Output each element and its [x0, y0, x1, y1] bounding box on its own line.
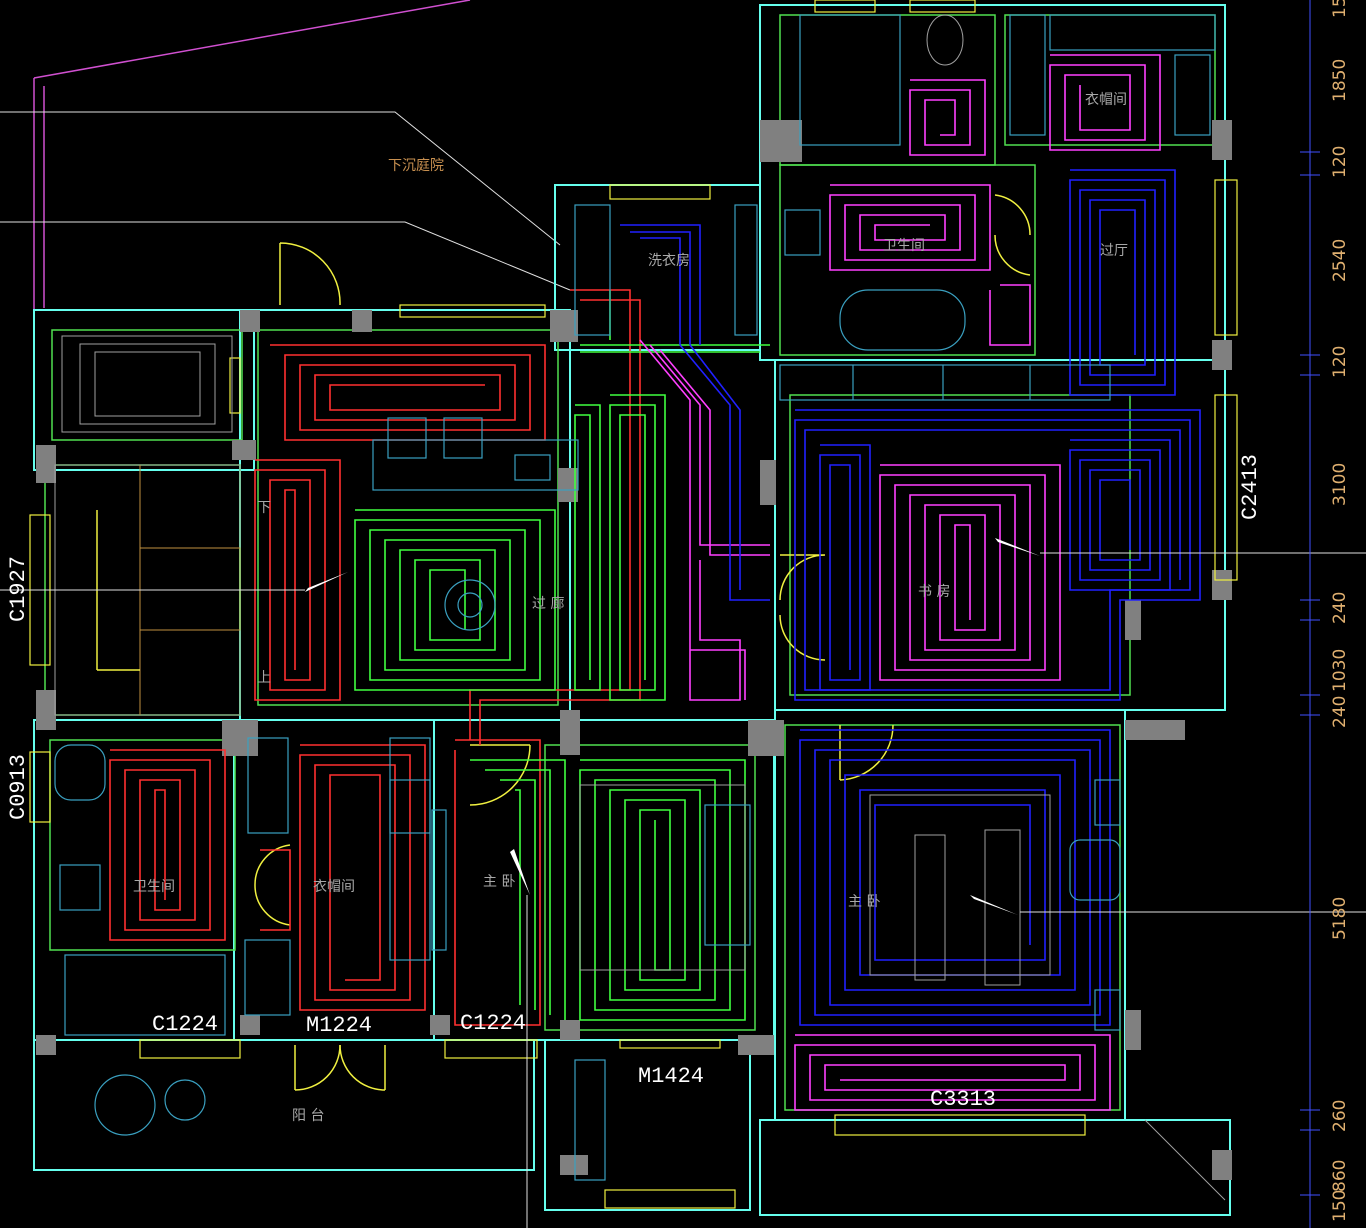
label-corridor: 过 廊: [532, 595, 564, 612]
label-hall: 过厅: [1100, 243, 1128, 259]
label-study: 书 房: [918, 584, 950, 600]
heating-loop-magenta: [639, 54, 1161, 1111]
code-c1927: C1927: [6, 556, 31, 622]
label-balcony: 阳 台: [292, 1108, 324, 1124]
dimension-ticks: [1300, 0, 1320, 1228]
dim-label: 2540: [1330, 239, 1350, 282]
label-stair-down: 下: [257, 500, 271, 516]
dim-label: 5180: [1330, 897, 1350, 940]
label-bathroom-left: 卫生间: [133, 879, 175, 895]
code-c0913: C0913: [6, 754, 31, 820]
code-c3313: C3313: [930, 1087, 996, 1112]
label-bathroom-top: 卫生间: [883, 238, 925, 254]
dim-label: 240: [1330, 592, 1350, 624]
opening-codes: C1927 C0913 C2413 C1224 M1224 C1224 M142…: [6, 454, 1263, 1112]
code-c1224-a: C1224: [152, 1012, 218, 1037]
label-master-bedroom-right: 主 卧: [848, 894, 880, 910]
label-cloakroom-left: 衣帽间: [313, 879, 355, 895]
doors: [254, 194, 1031, 1091]
label-stair-up: 上: [257, 670, 271, 686]
heating-loop-blue: [620, 169, 1201, 1026]
columns: [36, 120, 1232, 1180]
code-m1424: M1424: [638, 1064, 704, 1089]
label-sunken-courtyard: 下沉庭院: [388, 157, 444, 174]
code-m1224: M1224: [306, 1013, 372, 1038]
dim-label: 120: [1330, 146, 1350, 178]
dim-label: 120: [1330, 346, 1350, 378]
label-master-bedroom-left: 主 卧: [483, 874, 515, 890]
label-laundry: 洗衣房: [648, 253, 690, 269]
dim-label: 860: [1330, 1160, 1350, 1192]
dim-label: 150: [1330, 0, 1350, 18]
walls: [33, 4, 1231, 1216]
dimension-labels: 150 1850 120 2540 120 3100 240 1030 240 …: [1330, 0, 1350, 1222]
dim-label: 260: [1330, 1100, 1350, 1132]
dim-label: 1030: [1330, 649, 1350, 692]
dim-label: 240: [1330, 696, 1350, 728]
room-labels: 下沉庭院 洗衣房 卫生间 衣帽间 过厅 过 廊 书 房 卫生间 衣帽间 主 卧 …: [133, 92, 1128, 1124]
section-marks: [0, 538, 1366, 1228]
code-c2413: C2413: [1238, 454, 1263, 520]
heating-loop-red: [109, 289, 641, 1026]
heating-loop-green: [354, 290, 770, 1021]
code-c1224-b: C1224: [460, 1011, 526, 1036]
label-cloakroom-top: 衣帽间: [1085, 92, 1127, 108]
courtyard-boundary: [0, 0, 571, 330]
dim-label: 150: [1330, 1190, 1350, 1222]
dim-label: 1850: [1330, 59, 1350, 102]
dim-label: 3100: [1330, 463, 1350, 506]
